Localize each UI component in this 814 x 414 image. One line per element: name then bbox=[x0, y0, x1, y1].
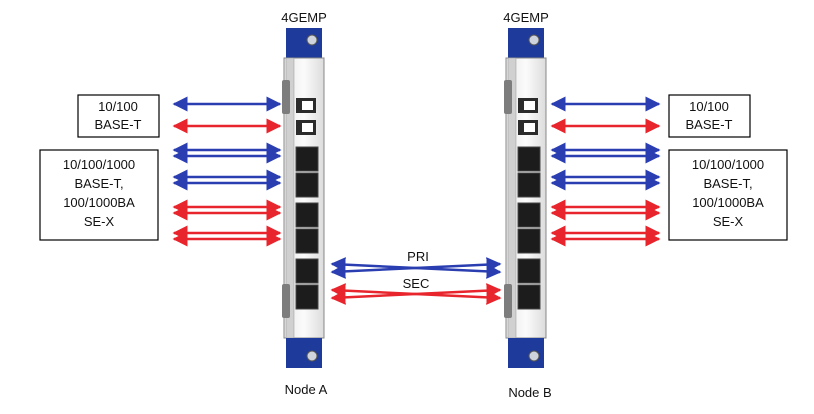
module-b-bottom-screw-icon bbox=[528, 350, 540, 362]
pri-link-arrow-2 bbox=[330, 257, 502, 279]
module-a-port-sfp-1 bbox=[295, 146, 319, 172]
sec-link-label: SEC bbox=[403, 276, 430, 291]
module-a-port-sfp-4 bbox=[295, 228, 319, 254]
module-b-port-sfp-4 bbox=[517, 228, 541, 254]
right-fast-line-1: 10/100 bbox=[689, 99, 729, 114]
left-gig-line-1: 10/100/1000 bbox=[63, 157, 135, 172]
module-b: 4GEMP Node B bbox=[503, 10, 551, 400]
sec-link-arrow-2 bbox=[330, 283, 502, 305]
left-gigabit-box: 10/100/1000 BASE-T, 100/1000BA SE-X bbox=[39, 149, 159, 241]
left-port-arrows bbox=[172, 96, 282, 247]
left-fast-ethernet-box: 10/100 BASE-T bbox=[77, 94, 160, 138]
module-a-title: 4GEMP bbox=[281, 10, 327, 25]
pri-link-label: PRI bbox=[407, 249, 429, 264]
module-b-top-screw-icon bbox=[528, 34, 540, 46]
module-b-port-sfp-2 bbox=[517, 172, 541, 198]
module-b-latch-top bbox=[504, 80, 512, 114]
module-b-port-sfp-1 bbox=[517, 146, 541, 172]
right-fast-ethernet-box: 10/100 BASE-T bbox=[668, 94, 751, 138]
inter-node-links bbox=[330, 257, 502, 305]
right-gig-line-2: BASE-T, bbox=[703, 176, 752, 191]
right-port-arrows bbox=[550, 96, 661, 247]
module-a-port-sfp-5 bbox=[295, 258, 319, 284]
right-gig-line-1: 10/100/1000 bbox=[692, 157, 764, 172]
module-a-latch-bottom bbox=[282, 284, 290, 318]
left-gig-line-3: 100/1000BA bbox=[63, 195, 135, 210]
module-a: 4GEMP Node A bbox=[281, 10, 327, 397]
module-a-top-screw-icon bbox=[306, 34, 318, 46]
module-a-node-label: Node A bbox=[285, 382, 328, 397]
left-gig-line-2: BASE-T, bbox=[74, 176, 123, 191]
left-fast-line-2: BASE-T bbox=[95, 117, 142, 132]
right-gigabit-box: 10/100/1000 BASE-T, 100/1000BA SE-X bbox=[668, 149, 788, 241]
right-gig-line-3: 100/1000BA bbox=[692, 195, 764, 210]
module-a-port-sfp-6 bbox=[295, 284, 319, 310]
module-a-bottom-screw-icon bbox=[306, 350, 318, 362]
module-b-title: 4GEMP bbox=[503, 10, 549, 25]
module-b-port-sfp-3 bbox=[517, 202, 541, 228]
right-fast-line-2: BASE-T bbox=[686, 117, 733, 132]
module-a-port-sfp-3 bbox=[295, 202, 319, 228]
left-gig-line-4: SE-X bbox=[84, 214, 115, 229]
module-b-latch-bottom bbox=[504, 284, 512, 318]
left-fast-line-1: 10/100 bbox=[98, 99, 138, 114]
module-b-node-label: Node B bbox=[508, 385, 551, 400]
module-b-port-sfp-6 bbox=[517, 284, 541, 310]
module-b-port-sfp-5 bbox=[517, 258, 541, 284]
module-a-latch-top bbox=[282, 80, 290, 114]
module-a-port-sfp-2 bbox=[295, 172, 319, 198]
right-gig-line-4: SE-X bbox=[713, 214, 744, 229]
